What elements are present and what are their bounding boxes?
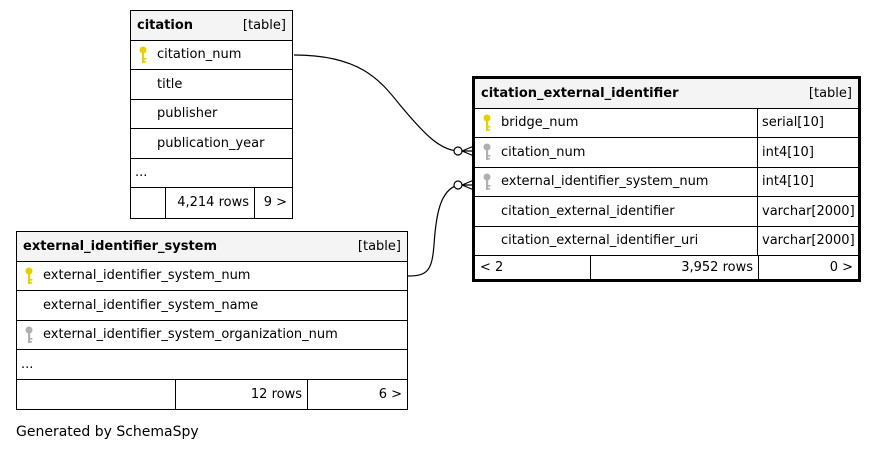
table-header: citation [table] [131, 11, 292, 41]
column-row: citation_external_identifier varchar[200… [475, 197, 858, 227]
column-name: external_identifier_system_organization_… [43, 327, 338, 343]
foreign-key-icon [483, 173, 491, 190]
primary-key-icon [483, 114, 491, 131]
edge-system-to-bridge [407, 184, 459, 277]
column-type: int4[10] [762, 144, 814, 160]
generated-by-text: Generated by SchemaSpy [16, 424, 199, 440]
primary-key-icon [25, 267, 33, 284]
column-type: varchar[2000] [762, 203, 855, 219]
column-type: varchar[2000] [762, 233, 855, 249]
column-name: citation_external_identifier_uri [501, 233, 699, 249]
column-row: external_identifier_system_num int4[10] [475, 167, 858, 197]
row-count: 4,214 rows [177, 195, 249, 211]
table-tag: [table] [242, 17, 286, 33]
table-citation[interactable]: citation [table] citation_num title publ… [130, 10, 293, 219]
column-type: int4[10] [762, 174, 814, 190]
parents-link[interactable]: < 2 [480, 260, 504, 275]
table-header: citation_external_identifier [table] [475, 79, 858, 109]
ellipsis: ... [135, 165, 148, 181]
edge-citation-to-bridge [293, 54, 459, 152]
column-name: publisher [157, 106, 218, 122]
column-row: title [131, 70, 292, 100]
column-name: external_identifier_system_num [43, 268, 251, 284]
row-count: 12 rows [250, 386, 302, 402]
column-name: external_identifier_system_name [43, 297, 259, 313]
primary-key-icon [139, 46, 147, 63]
table-citation-external-identifier[interactable]: citation_external_identifier [table] bri… [472, 76, 861, 282]
column-row: external_identifier_system_name [17, 291, 407, 321]
column-name: title [157, 76, 183, 92]
edge-marker-citation [453, 146, 463, 156]
more-columns: ... [131, 159, 292, 188]
table-footer: 12 rows 6 > [17, 379, 407, 410]
table-name: citation [137, 17, 194, 33]
column-type: serial[10] [762, 115, 824, 131]
children-link[interactable]: 6 > [378, 386, 402, 402]
parents-cell [131, 188, 165, 218]
ellipsis: ... [21, 356, 34, 372]
table-footer: < 2 3,952 rows 0 > [475, 256, 858, 279]
table-tag: [table] [808, 85, 852, 101]
column-name: citation_num [501, 144, 586, 160]
column-name: external_identifier_system_num [501, 174, 709, 190]
children-link[interactable]: 9 > [263, 195, 287, 211]
column-row: external_identifier_system_organization_… [17, 321, 407, 350]
foreign-key-icon [25, 326, 33, 343]
table-name: citation_external_identifier [481, 85, 679, 101]
table-footer: 4,214 rows 9 > [131, 188, 292, 218]
column-row: citation_num int4[10] [475, 138, 858, 168]
table-tag: [table] [357, 238, 401, 254]
column-name: citation_external_identifier [501, 203, 675, 219]
row-count: 3,952 rows [681, 260, 753, 275]
parents-cell [17, 380, 175, 410]
table-external-identifier-system[interactable]: external_identifier_system [table] exter… [16, 231, 408, 410]
children-link[interactable]: 0 > [829, 260, 853, 275]
column-row: publisher [131, 100, 292, 129]
column-name: citation_num [157, 47, 242, 63]
column-row: citation_external_identifier_uri varchar… [475, 226, 858, 256]
column-row: bridge_num serial[10] [475, 108, 858, 138]
edge-marker-system [453, 180, 463, 190]
more-columns: ... [17, 350, 407, 380]
column-row: citation_num [131, 41, 292, 70]
column-row: publication_year [131, 129, 292, 159]
table-header: external_identifier_system [table] [17, 232, 407, 262]
table-name: external_identifier_system [23, 238, 218, 254]
foreign-key-icon [483, 143, 491, 161]
column-row: external_identifier_system_num [17, 262, 407, 291]
column-name: publication_year [157, 135, 265, 151]
column-name: bridge_num [501, 115, 579, 131]
